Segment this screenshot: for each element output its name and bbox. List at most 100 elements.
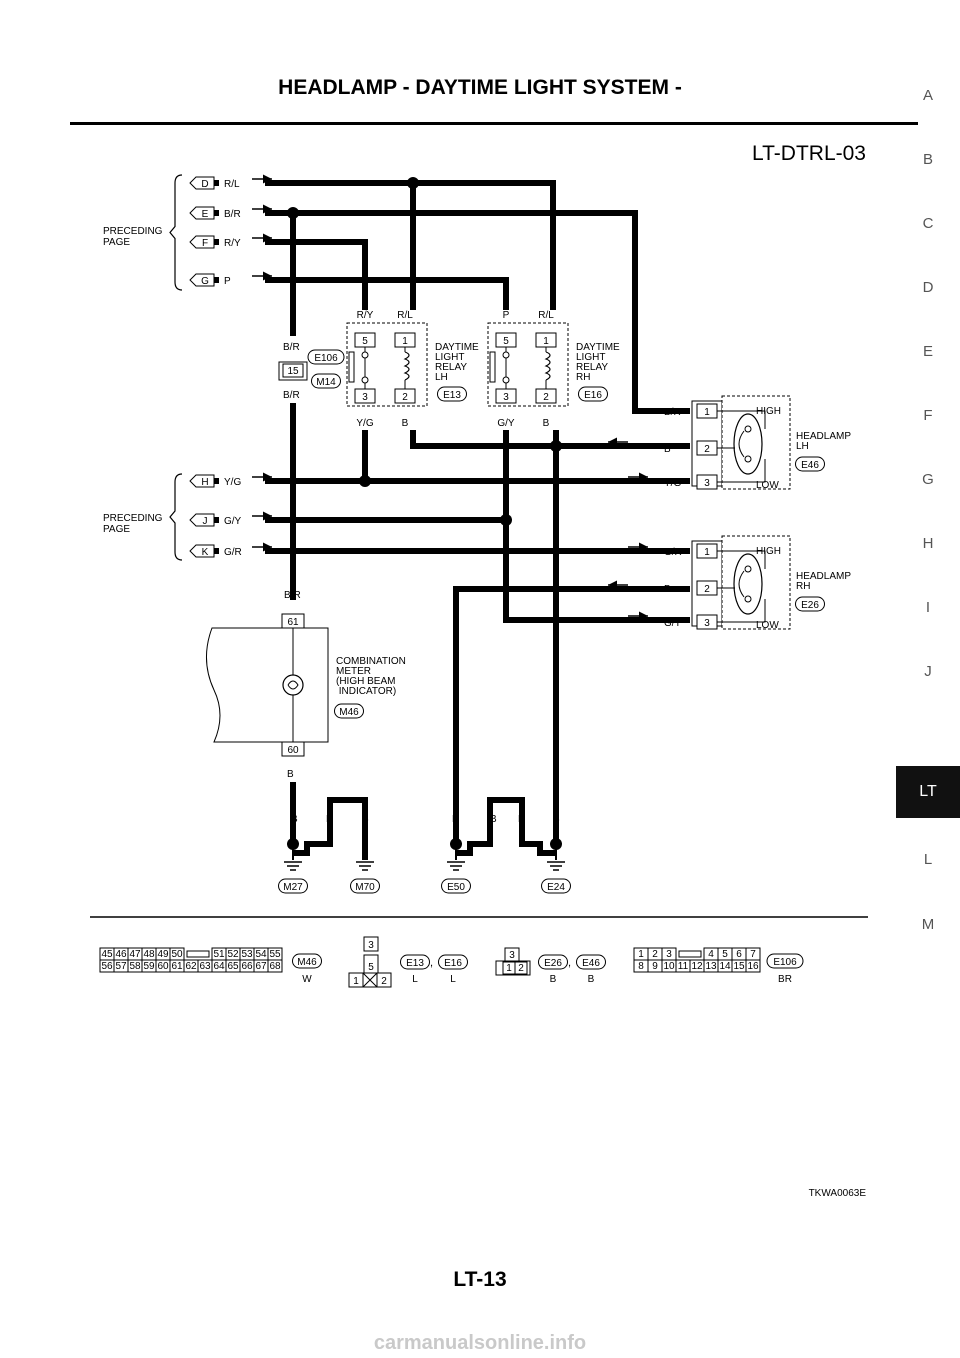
connector-e106-face-pin-label: 16 [747,961,759,972]
connector-e106-face-pin-label: 10 [663,961,675,972]
indicator-filament [287,680,299,690]
wire-b-lh [410,430,690,449]
wire-color-label: R/Y [224,238,241,249]
wire-color-label: B [518,814,525,825]
connector-m46-face-pin-label: 48 [143,949,155,960]
connector-e106-code [766,953,804,969]
filament [738,430,745,458]
splice-point [500,514,512,526]
headlamp-lh-high: HIGH [756,406,781,417]
lead [717,599,766,623]
connector-m46-code-label: M46 [297,957,317,968]
wire-r-l [265,180,556,310]
wire-color-label: G/R [224,547,242,558]
connector-e46-code [576,954,606,970]
joint-connector-pin-label: 15 [287,366,299,377]
index-tab-a[interactable]: A [922,87,933,104]
headlamp-bulb [733,553,763,615]
daytime-light-relay-lh-pin-bottom-a-label: 3 [362,392,368,403]
index-tab-j[interactable]: J [924,663,932,680]
ground-m27-label: M27 [283,882,303,893]
wire-color-label: P [224,276,231,287]
relay-switch [348,351,355,383]
relay-connector-cross [362,972,378,988]
brace [169,174,183,291]
wire-color-label: B/R [224,209,241,220]
ground-e50-label: E50 [447,882,465,893]
terminal-stub [214,239,219,245]
index-tab-f[interactable]: F [923,407,933,424]
wire-color-label: B [664,584,671,595]
wire-b-e50-jumper [487,797,525,830]
wire-color-label: B [287,769,294,780]
wire-color-label: G/Y [497,418,515,429]
daytime-light-relay-lh-connector [437,386,467,402]
connector-e106-face-pin-label: 15 [733,961,745,972]
terminal-stub [214,180,219,186]
high-beam-indicator-icon [282,674,304,696]
wire-color-label: G/Y [664,618,682,629]
daytime-light-relay-lh-pin-top-a-label: 5 [362,336,368,347]
relay-connector-pin-label: 3 [368,940,374,951]
relay-coil [403,351,410,381]
index-tab-h[interactable]: H [922,535,934,552]
daytime-light-relay-rh-pin-top-a-label: 5 [503,336,509,347]
index-tab-c[interactable]: C [922,215,934,232]
filament-contact [744,565,752,573]
index-tab-m[interactable]: M [921,916,935,933]
lead [717,550,766,569]
wire-color-label: Y/G [664,478,681,489]
wire-ground [456,830,493,856]
connector-e13-code [400,954,430,970]
connector-m46-face-pin-label: 50 [171,949,183,960]
title-rule [70,122,918,125]
figure-ref-code: TKWA0063E [809,1188,867,1199]
lead [717,410,766,429]
input-terminal [189,474,215,488]
wire-color-label: B [553,814,560,825]
input-letter: J [203,516,208,527]
ground-e24-label: E24 [547,882,565,893]
index-tab-g[interactable]: G [922,471,934,488]
joint-connector-m14 [311,373,341,389]
connector-m46-face-pin-label: 59 [143,961,155,972]
connector-e106-face-pin-label: 2 [652,949,658,960]
input-letter: K [202,547,209,558]
index-tab-lt[interactable]: LT [896,766,960,818]
index-tab-e[interactable]: E [922,343,933,360]
wire-color-label: B [362,814,369,825]
splice-point [407,177,419,189]
daytime-light-relay-lh-pin-bottom-b-label: 2 [402,392,408,403]
headlamp-rh-pin-2-label: 2 [704,584,710,595]
input-terminal [189,235,215,249]
connector-e106-face-pin-label: 6 [736,949,742,960]
headlamp-connector-pin-label: 2 [518,963,524,974]
relay-switch [489,351,496,383]
footer-watermark: carmanualsonline.info [0,1328,960,1358]
joint-connector-e106 [307,349,345,365]
wire-b-r-main [265,210,690,414]
wire-color-label: B [326,814,333,825]
index-tab-i[interactable]: I [925,599,931,616]
ground-m70 [350,878,380,894]
meter-pin-61-label: 61 [287,617,299,628]
joint-connector-e106-label: E106 [314,353,338,364]
index-tab-d[interactable]: D [922,279,934,296]
connector-e26-code [538,954,568,970]
wire-color-label: B/R [284,590,301,601]
combination-meter [205,627,329,743]
relay-connector-pin-label: 2 [381,976,387,987]
index-tab-l[interactable]: L [923,851,933,868]
wire-color-label: B [291,814,298,825]
input-letter: D [201,179,208,190]
ground-e24 [541,878,571,894]
wire-color-label: B [402,418,409,429]
connector-m46-color: W [302,974,312,985]
connector-e106-face-pin-label: 9 [652,961,658,972]
splice-point [359,475,371,487]
index-tab-b[interactable]: B [922,151,933,168]
connector-e46-color: B [588,974,595,985]
wire-color-label: G/R [664,547,682,558]
connector-m46-face-pin-label: 60 [157,961,169,972]
